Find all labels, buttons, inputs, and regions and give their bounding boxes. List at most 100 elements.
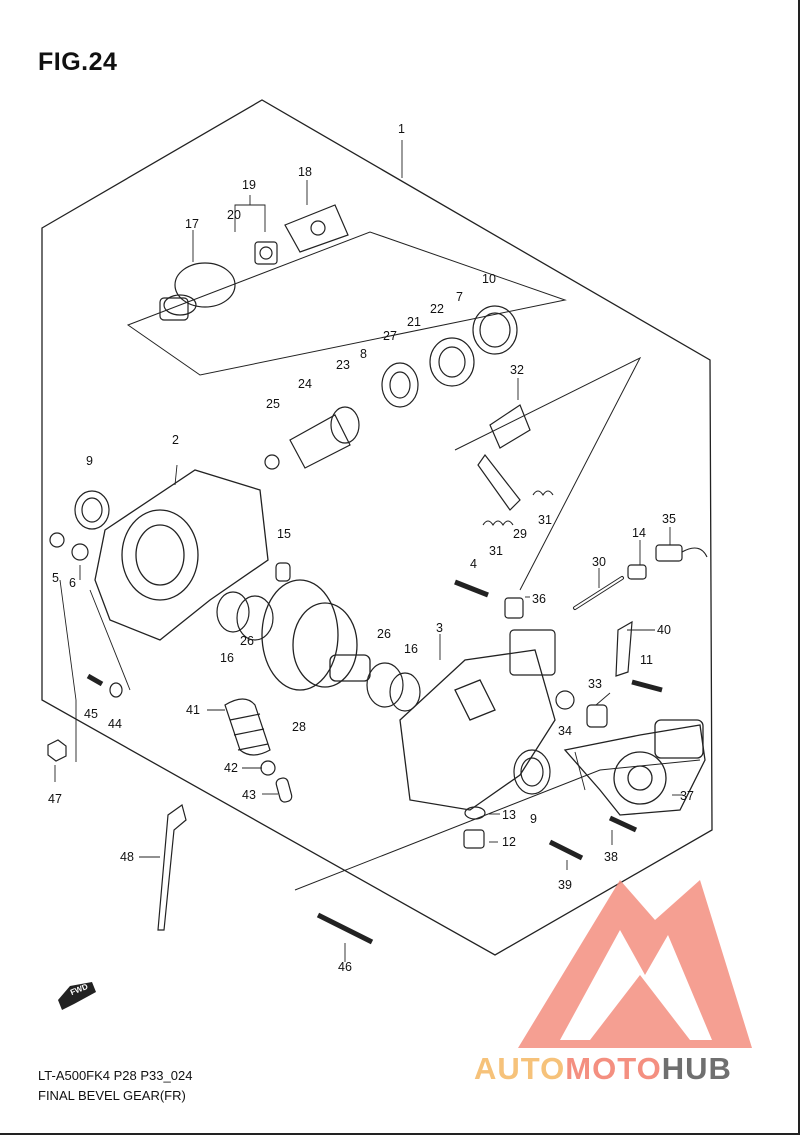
callout-21: 21 [407, 315, 421, 329]
shift-fork-part-32 [477, 404, 531, 511]
bearing-part-25 [264, 454, 280, 470]
callout-38: 38 [604, 850, 618, 864]
callout-22: 22 [430, 302, 444, 316]
callout-9-upper: 9 [86, 454, 93, 468]
bearing-part-26-left [236, 595, 274, 641]
oil-seal-part-10 [472, 305, 518, 355]
input-shaft-part-17 [159, 262, 236, 321]
callout-16-left: 16 [220, 651, 234, 665]
shim-part-16-left [216, 591, 250, 633]
bearing-part-27 [381, 362, 419, 408]
callout-16-right: 16 [404, 642, 418, 656]
callout-17: 17 [185, 217, 199, 231]
callout-8: 8 [360, 347, 367, 361]
bearing-part-26-right [366, 662, 404, 708]
spring-part-31 [482, 490, 554, 527]
callout-47: 47 [48, 792, 62, 806]
callout-1: 1 [398, 122, 405, 136]
bracket-part-40 [615, 620, 633, 677]
leader-lines [54, 140, 683, 962]
callout-7: 7 [456, 290, 463, 304]
callout-10: 10 [482, 272, 496, 286]
bolt-part-4 [454, 579, 489, 598]
plug-part-5 [49, 532, 65, 548]
callout-13: 13 [502, 808, 516, 822]
callout-5: 5 [52, 571, 59, 585]
callout-18: 18 [298, 165, 312, 179]
assembly-boundary [41, 99, 713, 956]
callout-14: 14 [632, 526, 646, 540]
pin-part-15 [275, 562, 291, 582]
callout-31-left: 31 [489, 544, 503, 558]
callout-48: 48 [120, 850, 134, 864]
switch-part-36 [504, 597, 524, 619]
yoke-part-18 [284, 204, 349, 253]
callout-26-right: 26 [377, 627, 391, 641]
callout-28: 28 [292, 720, 306, 734]
callout-26-left: 26 [240, 634, 254, 648]
switch-part-35 [655, 544, 683, 562]
watermark-logo [518, 880, 752, 1048]
callout-3: 3 [436, 621, 443, 635]
figure-title: FIG.24 [38, 48, 118, 76]
boot-part-41 [224, 698, 271, 756]
watermark-auto: AUTO [474, 1051, 566, 1086]
callout-15: 15 [277, 527, 291, 541]
switch-wire [681, 547, 708, 558]
callout-24: 24 [298, 377, 312, 391]
bolt-part-11 [631, 679, 663, 693]
callout-4: 4 [470, 557, 477, 571]
callout-45: 45 [84, 707, 98, 721]
callout-11: 11 [640, 653, 653, 667]
model-code: LT-A500FK4 P28 P33_024 [38, 1068, 193, 1083]
callout-33: 33 [588, 677, 602, 691]
pinion-gear-part-24 [289, 406, 360, 469]
oring-part-34 [555, 690, 575, 710]
callout-34: 34 [558, 724, 572, 738]
callout-6: 6 [69, 576, 76, 590]
oil-seal-part-9-upper [74, 490, 110, 530]
callout-9-lower: 9 [530, 812, 537, 826]
nut-part-47 [47, 739, 67, 762]
motor-part-37 [563, 719, 706, 816]
callout-31-right: 31 [538, 513, 552, 527]
callout-32: 32 [510, 363, 524, 377]
bolt-part-39 [548, 839, 584, 861]
actuator-bracket [509, 629, 556, 676]
callout-39: 39 [558, 878, 572, 892]
washer-part-6 [71, 543, 89, 561]
assembly-name: FINAL BEVEL GEAR(FR) [38, 1088, 186, 1103]
bolt-part-45 [86, 673, 104, 687]
callout-30: 30 [592, 555, 606, 569]
watermark-hub: HUB [661, 1051, 732, 1086]
sensor-part-14 [627, 564, 647, 580]
callout-35: 35 [662, 512, 676, 526]
oil-seal-part-9-lower [513, 749, 551, 795]
bolt-part-38 [608, 815, 638, 833]
housing-cover-part-2 [94, 469, 269, 641]
callout-20: 20 [227, 208, 241, 222]
callout-12: 12 [502, 835, 516, 849]
callout-25: 25 [266, 397, 280, 411]
callout-labels: 1 2 3 4 5 6 7 8 9 9 10 11 12 13 14 15 16… [48, 122, 694, 974]
plug-part-12 [463, 829, 485, 849]
guide-line [294, 759, 701, 891]
bearing-part-22 [429, 337, 475, 387]
watermark-text: AUTOMOTOHUB [474, 1051, 732, 1087]
filter-part-33 [586, 704, 608, 728]
housing-part-3 [399, 649, 556, 811]
callout-19: 19 [242, 178, 256, 192]
shaft-part-30-inner [574, 577, 623, 609]
callout-27: 27 [383, 329, 397, 343]
callout-36: 36 [532, 592, 546, 606]
washer-part-44 [109, 682, 123, 698]
ring-gear-part-28 [261, 579, 371, 691]
bolt-part-46 [316, 912, 374, 945]
callout-40: 40 [657, 623, 671, 637]
input-subassembly-boundary [126, 231, 567, 376]
clamp-part-42 [260, 760, 276, 776]
guide-line [454, 356, 642, 591]
callout-46: 46 [338, 960, 352, 974]
